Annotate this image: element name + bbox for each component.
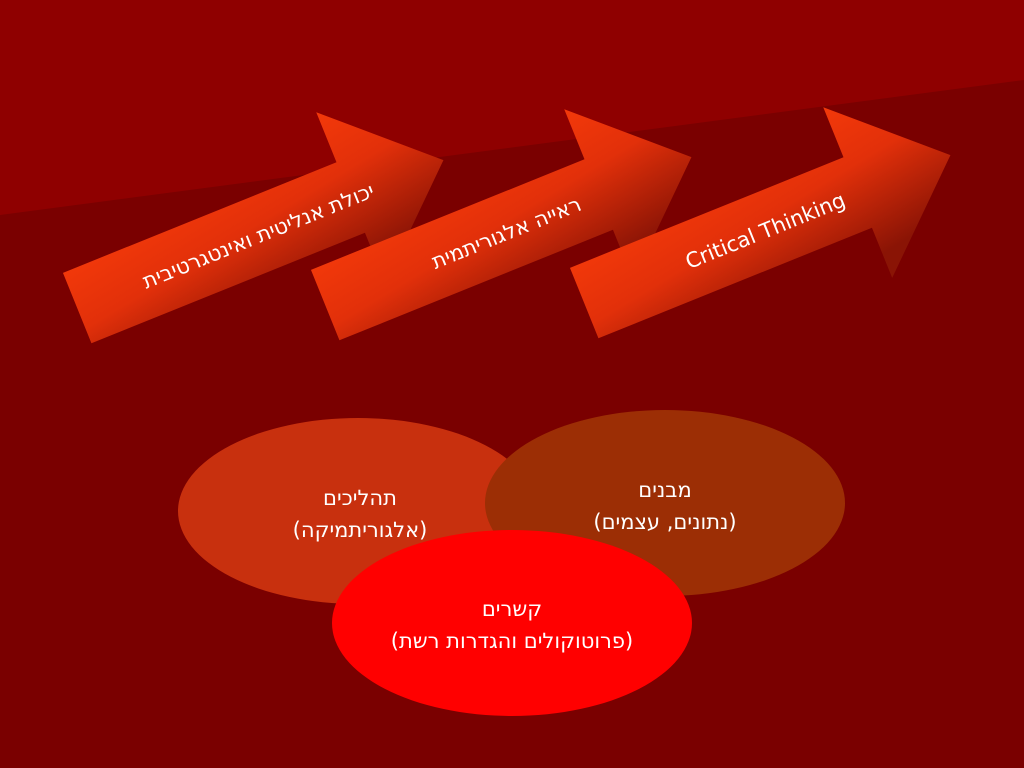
processes-subtitle: (אלגוריתמיקה): [293, 518, 428, 542]
processes-title: תהליכים: [323, 486, 397, 510]
arrow-shape: [569, 107, 951, 339]
structures-subtitle: (נתונים, עצמים): [593, 510, 736, 534]
arrow-shape: [62, 112, 444, 344]
arrow-shape: [310, 109, 692, 341]
structures-title: מבנים: [638, 478, 691, 502]
connections-subtitle: (פרוטוקולים והגדרות רשת): [391, 629, 633, 653]
connections-title: קשרים: [482, 597, 542, 621]
background-band: [0, 0, 1024, 215]
connections-circle: [332, 530, 692, 716]
